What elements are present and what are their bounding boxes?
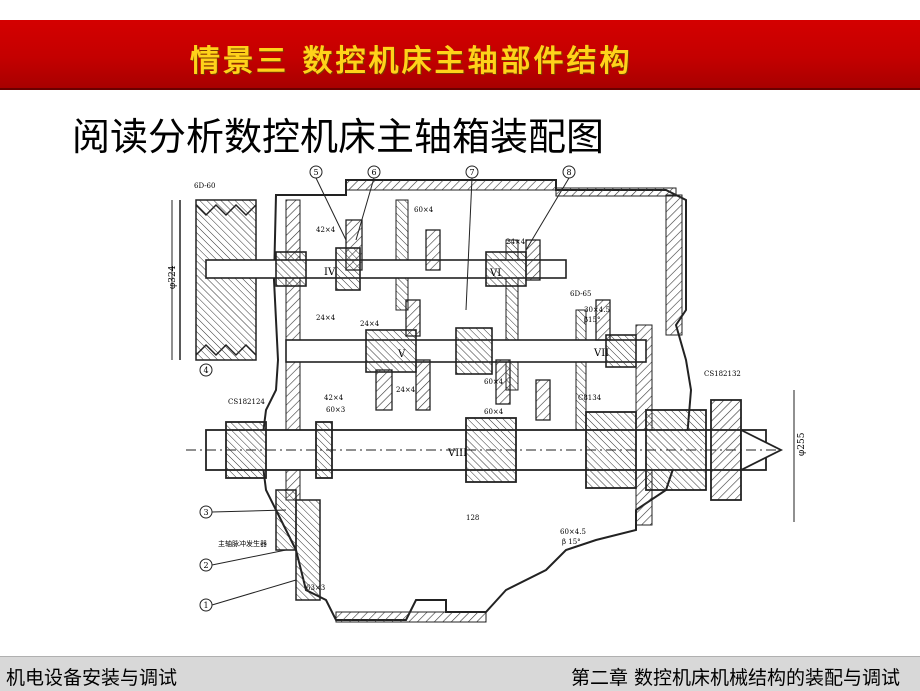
title-banner: 情景三 数控机床主轴部件结构 xyxy=(0,20,920,88)
footer-course: 机电设备安装与调试 xyxy=(6,667,178,689)
shaft-upper xyxy=(205,247,567,291)
shaft-label-v: V xyxy=(397,349,406,360)
banner-title: 情景三 数控机床主轴部件结构 xyxy=(190,44,633,79)
pulley xyxy=(179,199,257,361)
dim-pulley: φ324 xyxy=(168,265,178,289)
balloon-4: 4 xyxy=(203,366,208,375)
label-42x4-bottom: 42×4 xyxy=(324,394,344,402)
balloon-5: 5 xyxy=(313,168,318,177)
label-cs182124: CS182124 xyxy=(228,398,265,406)
right-wall xyxy=(665,194,683,336)
shaft-label-iv: IV xyxy=(324,267,336,278)
footer-bar: 机电设备安装与调试 第二章 数控机床机械结构的装配与调试 xyxy=(0,656,920,691)
label-pulse-generator: 主轴脉冲发生器 xyxy=(218,539,267,548)
label-beta15-b: β 15° xyxy=(562,538,581,546)
footer-chapter: 第二章 数控机床机械结构的装配与调试 xyxy=(570,667,900,689)
label-128: 128 xyxy=(466,514,479,522)
label-cs182132: CS182132 xyxy=(704,370,741,378)
label-24x4-c: 24×4 xyxy=(360,320,380,328)
gears xyxy=(345,219,611,421)
label-24x4-d: 24×4 xyxy=(396,386,416,394)
label-60x3: 60×3 xyxy=(326,406,345,414)
balloon-7: 7 xyxy=(469,168,474,177)
shaft-label-vii: VII xyxy=(593,348,609,359)
balloon-2: 2 xyxy=(203,561,208,570)
main-spindle xyxy=(186,399,786,501)
lower-support xyxy=(275,489,321,601)
label-60x4-b: 60×4 xyxy=(484,408,504,416)
top-wall xyxy=(345,179,557,191)
label-42x4-top: 42×4 xyxy=(316,226,336,234)
dim-spindle: φ255 xyxy=(797,432,806,456)
balloon-3: 3 xyxy=(203,508,208,517)
label-24x4-b: 24×4 xyxy=(316,314,336,322)
label-30x4.5: 30×4.5 xyxy=(584,306,610,314)
label-pulley-spec: 6D-60 xyxy=(194,182,215,190)
spindle-box-assembly-drawing: φ324 φ255 5 6 7 8 4 3 2 1 IV VI V VII VI… xyxy=(166,160,807,642)
slide-subtitle: 阅读分析数控机床主轴箱装配图 xyxy=(72,115,605,159)
label-63x3: 63×3 xyxy=(306,584,325,592)
label-60x4-top: 60×4 xyxy=(414,206,434,214)
label-60x4.5: 60×4.5 xyxy=(560,528,586,536)
balloon-callouts xyxy=(199,165,576,612)
dimensions xyxy=(171,200,795,522)
shaft-label-vi: VI xyxy=(489,268,501,279)
shaft-label-viii: VIII xyxy=(447,448,467,459)
label-24x4-a: 24×4 xyxy=(506,238,526,246)
label-c8134: C8134 xyxy=(578,394,602,402)
shaft-middle xyxy=(285,327,647,375)
balloon-8: 8 xyxy=(566,168,571,177)
label-beta15-a: β15° xyxy=(584,316,600,324)
label-60x4-a: 60×4 xyxy=(484,378,504,386)
balloon-6: 6 xyxy=(371,168,376,177)
balloon-1: 1 xyxy=(203,601,208,610)
label-6d65: 6D-65 xyxy=(570,290,591,298)
bottom-wall xyxy=(335,611,487,623)
